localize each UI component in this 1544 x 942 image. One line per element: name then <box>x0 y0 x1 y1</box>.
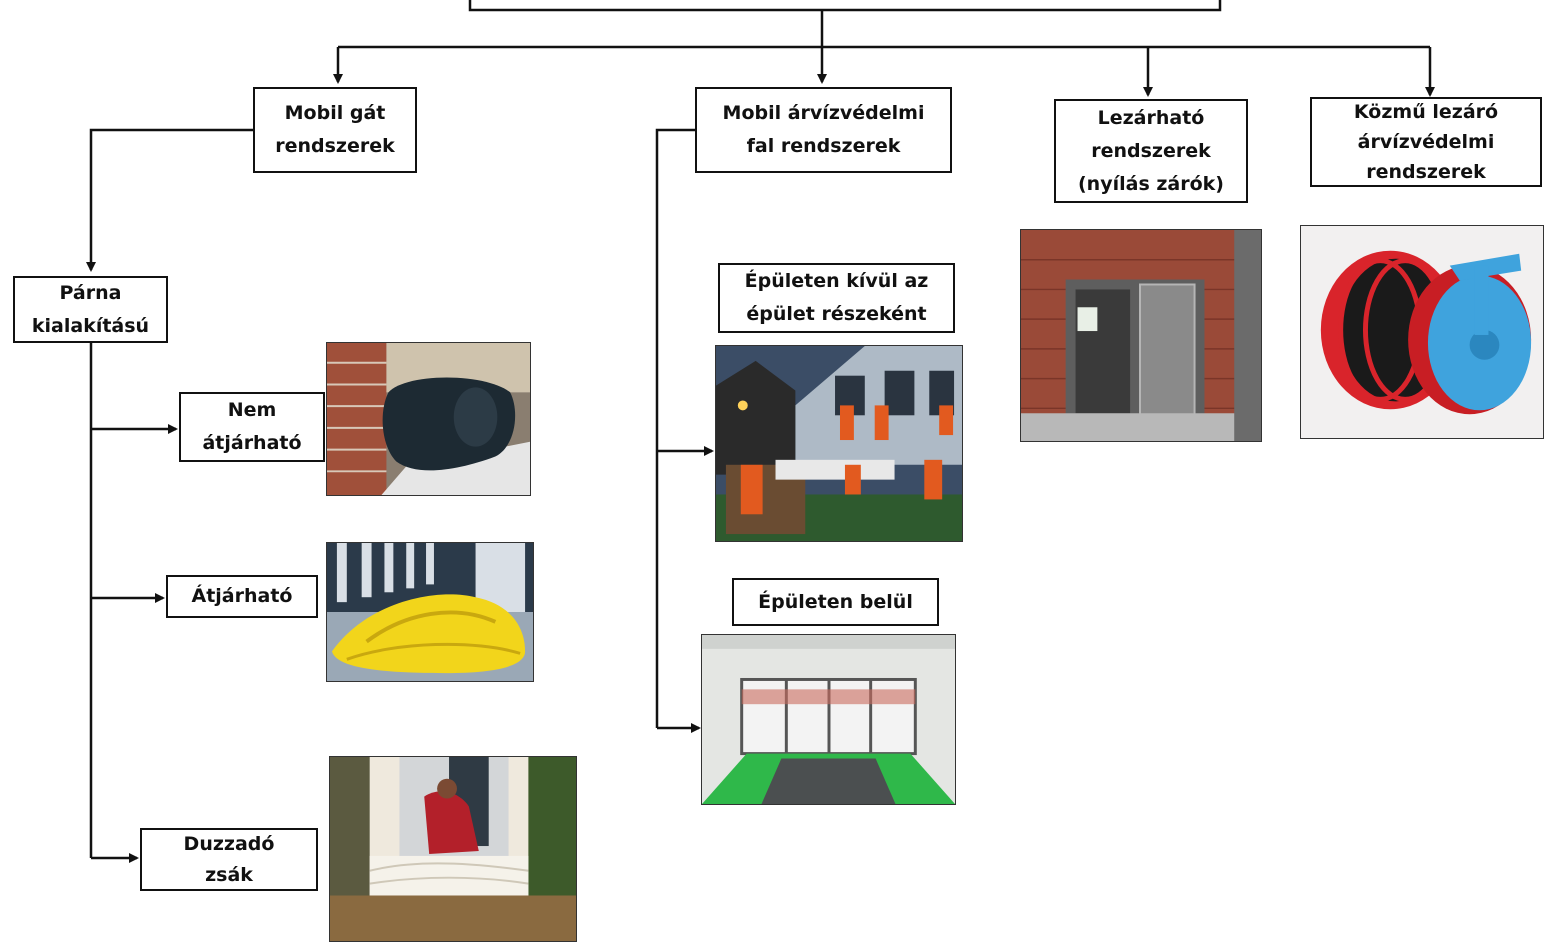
node-kozmu-line2: árvízvédelmi <box>1357 131 1495 153</box>
node-kivul-line2: épület részeként <box>746 303 927 325</box>
node-mobil-fal-line1: Mobil árvízvédelmi <box>722 102 925 124</box>
node-kozmu: Közmű lezáró árvízvédelmi rendszerek <box>1310 97 1542 187</box>
node-atjarhato: Átjárható <box>166 575 318 618</box>
node-lezarhato: Lezárható rendszerek (nyílás zárók) <box>1054 99 1248 203</box>
node-kivul-line1: Épületen kívül az <box>744 270 929 292</box>
node-mobil-gat-line2: rendszerek <box>275 135 395 157</box>
node-lezarhato-line1: Lezárható <box>1097 106 1205 129</box>
node-mobil-fal: Mobil árvízvédelmi fal rendszerek <box>695 87 952 173</box>
node-mobil-fal-line2: fal rendszerek <box>746 135 901 157</box>
node-mobil-gat-line1: Mobil gát <box>284 102 386 124</box>
node-kivul: Épületen kívül az épület részeként <box>718 263 955 333</box>
node-lezarhato-line2: rendszerek <box>1091 139 1211 162</box>
node-lezarhato-line3: (nyílás zárók) <box>1078 172 1224 195</box>
node-atjarhato-line1: Átjárható <box>191 585 293 607</box>
node-belul: Épületen belül <box>732 578 939 626</box>
node-kozmu-line3: rendszerek <box>1366 161 1486 183</box>
node-duzzado: Duzzadó zsák <box>140 828 318 891</box>
photo-closable-door <box>1020 229 1262 442</box>
node-belul-line1: Épületen belül <box>758 590 913 613</box>
node-nem-atjarhato-line2: átjárható <box>202 432 302 454</box>
photo-interior-barrier <box>701 634 956 805</box>
photo-sandbag-door <box>329 756 577 942</box>
photo-black-tube-barrier <box>326 342 531 496</box>
photo-wall-workers <box>715 345 963 542</box>
node-duzzado-line1: Duzzadó <box>183 832 275 855</box>
node-parna-line1: Párna <box>59 281 122 304</box>
node-kozmu-line1: Közmű lezáró <box>1353 101 1499 123</box>
node-parna: Párna kialakítású <box>13 276 168 343</box>
photo-yellow-dam <box>326 542 534 682</box>
node-nem-atjarhato: Nem átjárható <box>179 392 325 462</box>
root-box-edge <box>468 0 1222 12</box>
node-nem-atjarhato-line1: Nem <box>227 399 277 421</box>
node-mobil-gat: Mobil gát rendszerek <box>253 87 417 173</box>
node-duzzado-line2: zsák <box>205 863 253 886</box>
photo-utility-seal <box>1300 225 1544 439</box>
node-parna-line2: kialakítású <box>31 314 150 337</box>
